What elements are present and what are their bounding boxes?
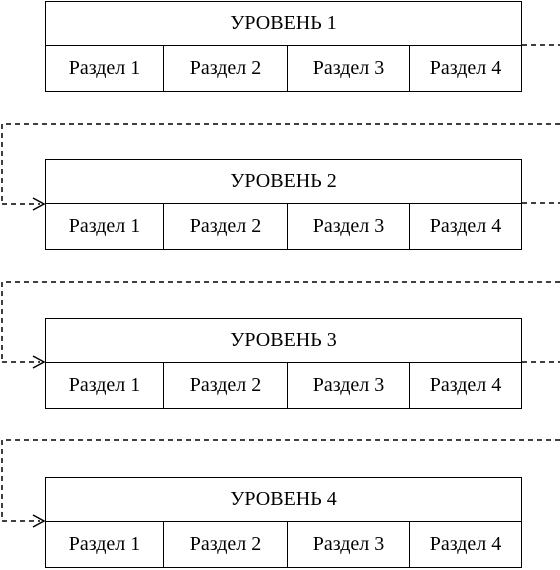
section-cell: Раздел 4 bbox=[429, 57, 502, 79]
level-box-2: УРОВЕНЬ 2 Раздел 1 Раздел 2 Раздел 3 Раз… bbox=[45, 159, 522, 250]
level-sections: Раздел 1 Раздел 2 Раздел 3 Раздел 4 bbox=[46, 522, 521, 567]
level-sections: Раздел 1 Раздел 2 Раздел 3 Раздел 4 bbox=[46, 363, 521, 408]
level-box-4: УРОВЕНЬ 4 Раздел 1 Раздел 2 Раздел 3 Раз… bbox=[45, 477, 522, 568]
level-title: УРОВЕНЬ 1 bbox=[46, 2, 521, 46]
arrowhead-level-2-icon bbox=[32, 197, 46, 211]
section-cell: Раздел 1 bbox=[46, 46, 164, 91]
arrowhead-level-4-icon bbox=[32, 514, 46, 528]
arrowhead-level-3-icon bbox=[32, 355, 46, 369]
section-cell: Раздел 2 bbox=[164, 204, 288, 249]
level-box-3: УРОВЕНЬ 3 Раздел 1 Раздел 2 Раздел 3 Раз… bbox=[45, 318, 522, 409]
section-cell: Раздел 1 bbox=[46, 363, 164, 408]
section-cell: Раздел 4 bbox=[429, 374, 502, 396]
section-cell: Раздел 1 bbox=[46, 204, 164, 249]
section-cell: Раздел 2 bbox=[164, 363, 288, 408]
section-cell: Раздел 3 bbox=[288, 522, 410, 567]
section-cell: Раздел 2 bbox=[164, 46, 288, 91]
section-cell: Раздел 3 bbox=[288, 46, 410, 91]
section-cell: Раздел 3 bbox=[288, 204, 410, 249]
level-title: УРОВЕНЬ 3 bbox=[46, 319, 521, 363]
section-cell: Раздел 1 bbox=[46, 522, 164, 567]
section-cell: Раздел 4 bbox=[429, 533, 502, 555]
level-sections: Раздел 1 Раздел 2 Раздел 3 Раздел 4 bbox=[46, 46, 521, 91]
section-cell: Раздел 4 bbox=[429, 215, 502, 237]
section-cell: Раздел 2 bbox=[164, 522, 288, 567]
level-box-1: УРОВЕНЬ 1 Раздел 1 Раздел 2 Раздел 3 Раз… bbox=[45, 1, 522, 92]
level-title: УРОВЕНЬ 2 bbox=[46, 160, 521, 204]
section-cell: Раздел 3 bbox=[288, 363, 410, 408]
level-sections: Раздел 1 Раздел 2 Раздел 3 Раздел 4 bbox=[46, 204, 521, 249]
level-title: УРОВЕНЬ 4 bbox=[46, 478, 521, 522]
